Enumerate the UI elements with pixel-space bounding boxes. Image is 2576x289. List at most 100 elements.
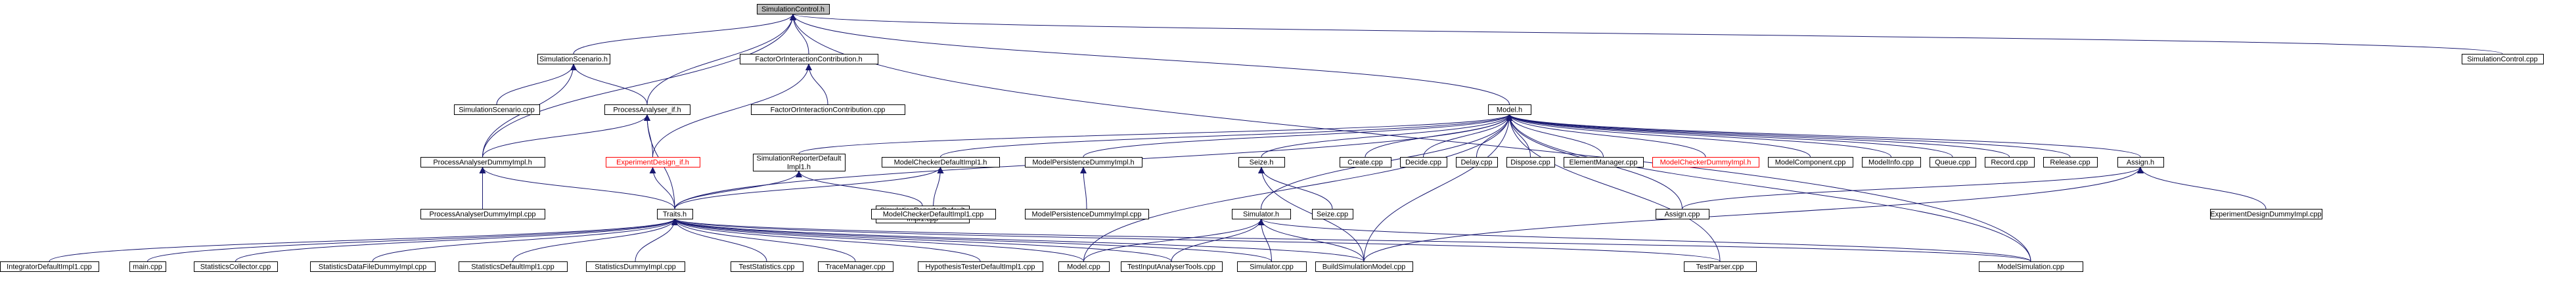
edge-n0-n2: [790, 13, 809, 55]
edge-n27-n46: [671, 218, 1272, 262]
graph-node-modelpersistencedummyimpl-cpp[interactable]: ModelPersistenceDummyImpl.cpp: [1025, 209, 1149, 219]
edge-n7-n12: [1083, 114, 1513, 158]
edge-n27-n38: [372, 218, 678, 262]
node-box: [731, 261, 803, 272]
graph-node-record-cpp[interactable]: Record.cpp: [1985, 157, 2035, 167]
graph-node-integratordefaultimpl1-cpp[interactable]: IntegratorDefaultImpl1.cpp: [0, 261, 99, 272]
edge-n27-n48: [671, 218, 1721, 262]
graph-node-tracemanager-cpp[interactable]: TraceManager.cpp: [818, 261, 893, 272]
node-box: [2210, 209, 2322, 219]
node-box: [2117, 157, 2164, 167]
node-label: ExperimentDesign_if.h: [616, 159, 689, 167]
graph-node-modelcheckerdefaultimpl1-h[interactable]: ModelCheckerDefaultImpl1.h: [882, 157, 1000, 167]
node-box: [882, 157, 1000, 167]
node-box: [1238, 157, 1285, 167]
edge-n11-n27: [674, 166, 944, 210]
graph-node-queue-cpp[interactable]: Queue.cpp: [1930, 157, 1976, 167]
graph-node-dispose-cpp[interactable]: Dispose.cpp: [1506, 157, 1555, 167]
graph-node-buildsimulationmodel-cpp[interactable]: BuildSimulationModel.cpp: [1315, 261, 1413, 272]
node-label: TestStatistics.cpp: [739, 263, 795, 271]
node-label: StatisticsCollector.cpp: [200, 263, 271, 271]
graph-node-processanalyserdummyimpl-cpp[interactable]: ProcessAnalyserDummyImpl.cpp: [420, 209, 545, 219]
node-label: Dispose.cpp: [1510, 159, 1550, 167]
graph-node-main-cpp[interactable]: main.cpp: [129, 261, 166, 272]
graph-node-delay-cpp[interactable]: Delay.cpp: [1456, 157, 1498, 167]
graph-node-modelpersistencedummyimpl-h[interactable]: ModelPersistenceDummyImpl.h: [1025, 157, 1142, 167]
graph-node-statisticsdefaultimpl1-cpp[interactable]: StatisticsDefaultImpl1.cpp: [459, 261, 568, 272]
graph-node-experimentdesign-if-h[interactable]: ExperimentDesign_if.h: [606, 157, 700, 167]
graph-node-modelcheckerdummyimpl-h[interactable]: ModelCheckerDummyImpl.h: [1652, 157, 1759, 167]
graph-node-assign-cpp[interactable]: Assign.cpp: [1656, 209, 1709, 219]
node-box: [1985, 157, 2035, 167]
node-box: [757, 4, 830, 14]
edge-n27-n47: [671, 218, 1365, 262]
node-label: Seize.cpp: [1317, 211, 1348, 219]
node-label: SimulationControl.cpp: [2467, 56, 2538, 64]
graph-node-seize-h[interactable]: Seize.h: [1238, 157, 1285, 167]
graph-node-teststatistics-cpp[interactable]: TestStatistics.cpp: [731, 261, 803, 272]
edge-n27-n39: [512, 218, 678, 262]
graph-node-modelinfo-cpp[interactable]: ModelInfo.cpp: [1862, 157, 1921, 167]
graph-node-simulationcontrol-cpp[interactable]: SimulationControl.cpp: [2462, 54, 2544, 64]
node-box: [1768, 157, 1853, 167]
node-box: [918, 261, 1043, 272]
node-box: [194, 261, 278, 272]
graph-node-modelsimulation-cpp[interactable]: ModelSimulation.cpp: [1979, 261, 2083, 272]
node-box: [1930, 157, 1976, 167]
node-box: [1340, 157, 1391, 167]
graph-node-seize-cpp[interactable]: Seize.cpp: [1312, 209, 1353, 219]
graph-node-factororinteractioncontribution-cpp[interactable]: FactorOrInteractionContribution.cpp: [751, 104, 905, 115]
node-label: ExperimentDesignDummyImpl.cpp: [2210, 211, 2321, 219]
graph-node-statisticsdummyimpl-cpp[interactable]: StatisticsDummyImpl.cpp: [586, 261, 685, 272]
graph-node-simulationscenario-cpp[interactable]: SimulationScenario.cpp: [454, 104, 540, 115]
graph-node-factororinteractioncontribution-h[interactable]: FactorOrInteractionContribution.h: [740, 54, 878, 64]
edge-n10-n28: [796, 170, 923, 206]
node-label: ModelCheckerDefaultImpl1.cpp: [883, 211, 983, 219]
node-label: Model.h: [1497, 106, 1522, 114]
graph-node-processanalyserdummyimpl-h[interactable]: ProcessAnalyserDummyImpl.h: [420, 157, 545, 167]
graph-node-simulationscenario-h[interactable]: SimulationScenario.h: [537, 54, 610, 64]
graph-node-simulator-cpp[interactable]: Simulator.cpp: [1237, 261, 1307, 272]
graph-node-elementmanager-cpp[interactable]: ElementManager.cpp: [1564, 157, 1644, 167]
graph-node-modelcheckerdefaultimpl1-cpp[interactable]: ModelCheckerDefaultImpl1.cpp: [871, 209, 996, 219]
graph-node-simulationcontrol-h[interactable]: SimulationControl.h: [757, 4, 830, 14]
edge-n27-n44: [671, 218, 1084, 262]
edge-n7-n23: [1506, 114, 2010, 158]
graph-node-model-cpp[interactable]: Model.cpp: [1058, 261, 1110, 272]
graph-node-processanalyser-if-h[interactable]: ProcessAnalyser_if.h: [604, 104, 690, 115]
graph-node-simulator-h[interactable]: Simulator.h: [1232, 209, 1291, 219]
edge-n27-n41: [671, 218, 767, 262]
graph-node-testinputanalysertools-cpp[interactable]: TestInputAnalyserTools.cpp: [1121, 261, 1223, 272]
graph-node-statisticsdatafiledummyimpl-cpp[interactable]: StatisticsDataFileDummyImpl.cpp: [310, 261, 436, 272]
node-label: TestInputAnalyserTools.cpp: [1127, 263, 1215, 271]
node-label: ModelComponent.cpp: [1775, 159, 1846, 167]
node-label: Simulator.h: [1243, 211, 1279, 219]
graph-node-decide-cpp[interactable]: Decide.cpp: [1400, 157, 1447, 167]
edge-n25-n47: [1363, 166, 2144, 262]
edge-n1-n4: [496, 63, 577, 105]
edge-n25-n34: [2137, 166, 2267, 210]
edge-n32-n44: [1083, 218, 1265, 262]
graph-node-statisticscollector-cpp[interactable]: StatisticsCollector.cpp: [194, 261, 278, 272]
node-box: [1652, 157, 1759, 167]
edge-n32-n46: [1257, 218, 1272, 262]
edge-n27-n35: [49, 218, 678, 262]
edge-n27-n45: [671, 218, 1172, 262]
node-label: TestParser.cpp: [1696, 263, 1744, 271]
node-box: [871, 209, 996, 219]
graph-node-model-h[interactable]: Model.h: [1488, 104, 1531, 115]
graph-node-modelcomponent-cpp[interactable]: ModelComponent.cpp: [1768, 157, 1853, 167]
graph-node-assign-h[interactable]: Assign.h: [2117, 157, 2164, 167]
graph-node-testparser-cpp[interactable]: TestParser.cpp: [1684, 261, 1757, 272]
node-box: [310, 261, 436, 272]
edge-n32-n49: [1257, 218, 2031, 262]
graph-node-traits-h[interactable]: Traits.h: [657, 209, 693, 219]
node-label: StatisticsDefaultImpl1.cpp: [471, 263, 554, 271]
graph-node-create-cpp[interactable]: Create.cpp: [1340, 157, 1391, 167]
node-box: [1564, 157, 1644, 167]
edge-n27-n49: [671, 218, 2031, 262]
graph-node-experimentdesigndummyimpl-cpp[interactable]: ExperimentDesignDummyImpl.cpp: [2210, 209, 2322, 219]
graph-node-hypothesistesterdefaultimpl1-cpp[interactable]: HypothesisTesterDefaultImpl1.cpp: [918, 261, 1043, 272]
graph-node-release-cpp[interactable]: Release.cpp: [2043, 157, 2098, 167]
